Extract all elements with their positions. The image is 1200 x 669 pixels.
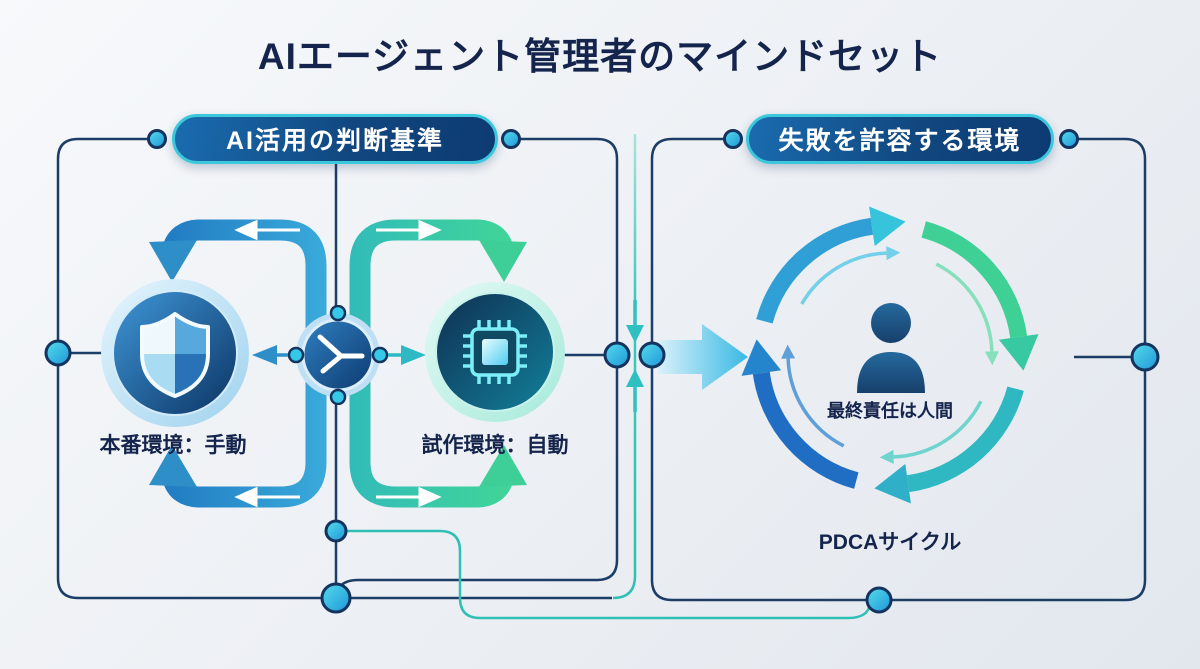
branch-node-dots	[288, 305, 388, 405]
stub-lines	[70, 351, 1133, 359]
loop-arrow-highlights	[234, 219, 442, 508]
right-section-header-label: 失敗を許容する環境	[778, 127, 1022, 155]
left-section-header-pill: AI活用の判断基準	[172, 114, 498, 164]
chip-pins	[463, 320, 527, 384]
production-env-label: 本番環境：手動	[99, 434, 247, 457]
left-section-header-label: AI活用の判断基準	[225, 127, 444, 155]
center-flow-arrows	[626, 300, 644, 412]
page-title: AIエージェント管理者のマインドセット	[257, 36, 943, 77]
left-frame-line	[56, 137, 612, 600]
right-frame-line	[650, 137, 1147, 602]
shield-icon	[101, 279, 249, 427]
big-right-arrow	[658, 324, 748, 390]
person-icon	[857, 303, 925, 393]
chip-icon	[425, 282, 565, 422]
connector-nodes	[44, 129, 1160, 614]
loop-arrows	[149, 219, 527, 508]
teal-center-line	[612, 134, 637, 600]
final-responsibility-label: 最終責任は人間	[827, 401, 953, 421]
prototype-env-label: 試作環境：自動	[421, 434, 569, 457]
pdca-cycle-arrows	[741, 206, 1039, 504]
branch-icon	[288, 305, 388, 405]
pdca-cycle-label: PDCAサイクル	[818, 531, 962, 554]
right-section-header-pill: 失敗を許容する環境	[746, 114, 1054, 164]
left-inner-drop-line	[334, 137, 619, 601]
teal-bottom-link-line	[346, 529, 872, 620]
